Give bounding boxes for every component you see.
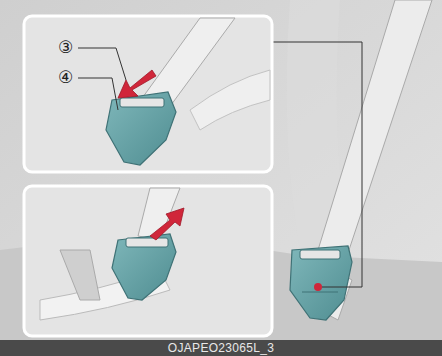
buckle-base (60, 250, 100, 300)
leader-line (78, 78, 118, 110)
seatbelt-tongue (112, 234, 176, 300)
belt-webbing (318, 0, 432, 262)
seatbelt-tongue (290, 246, 352, 320)
locator-dot (314, 283, 322, 291)
tongue-slot (120, 98, 164, 107)
leader-line (272, 42, 362, 287)
leader-line (78, 48, 126, 80)
callout-number: ③ (58, 39, 73, 56)
tongue-slot (126, 238, 168, 247)
detail-inset (24, 186, 272, 336)
direction-arrow (150, 208, 184, 240)
tongue-edge (302, 292, 338, 293)
tongue-slot (300, 250, 340, 259)
background (0, 0, 442, 340)
lap-belt (190, 70, 270, 130)
detail-inset (24, 16, 272, 172)
figure-code: OJAPEO23065L_3 (168, 342, 274, 354)
callout-number: ④ (58, 69, 73, 86)
